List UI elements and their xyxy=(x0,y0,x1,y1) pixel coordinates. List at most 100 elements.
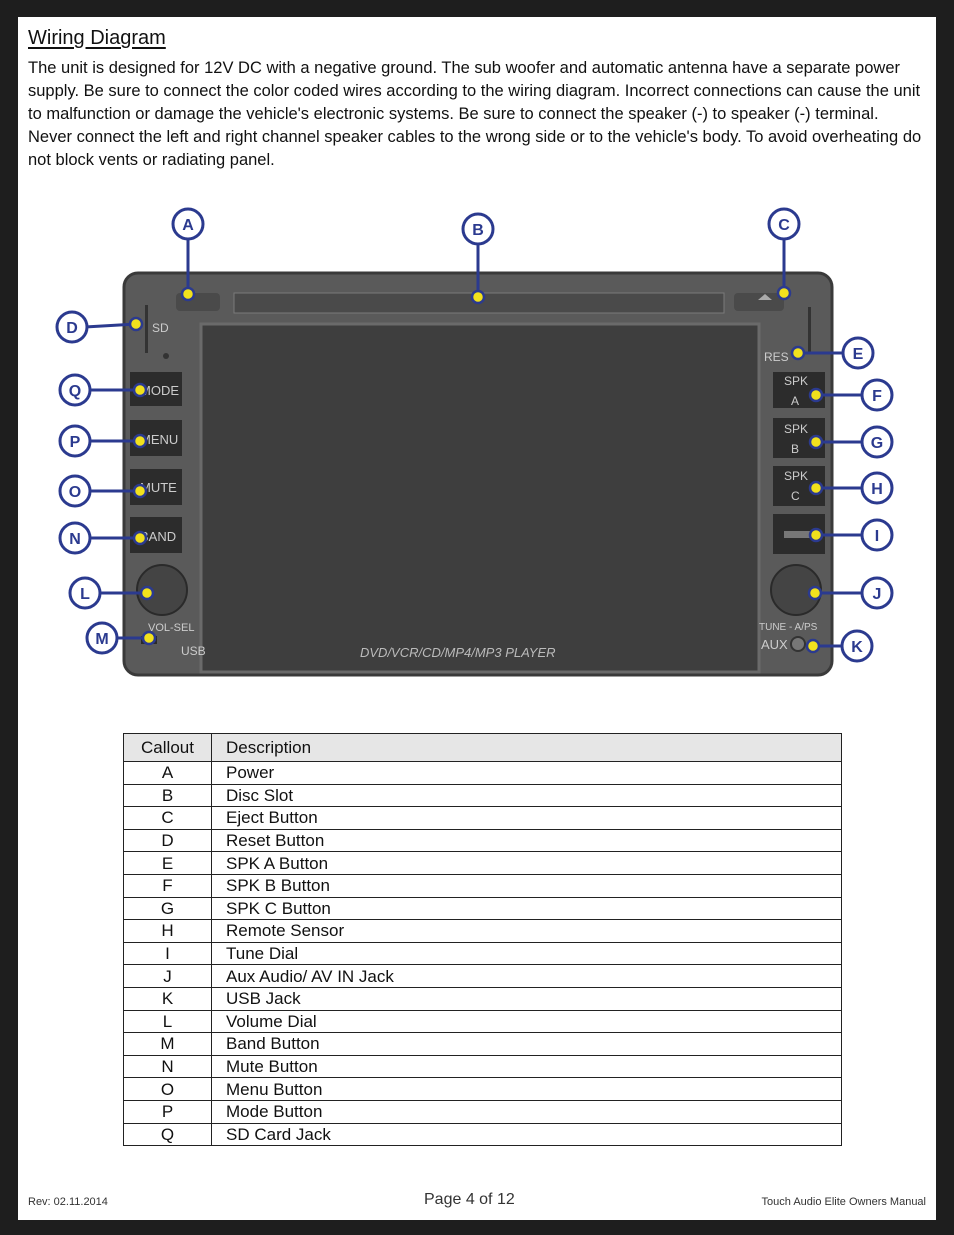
callout-letter: I xyxy=(875,528,879,545)
usb-label: USB xyxy=(181,644,206,658)
callout-q: Q xyxy=(58,373,92,407)
callout-m: M xyxy=(85,621,119,655)
description-cell: Eject Button xyxy=(211,806,842,830)
callout-cell: A xyxy=(123,761,212,785)
callout-cell: I xyxy=(123,941,212,966)
callout-d: D xyxy=(55,310,89,344)
description-cell: Tune Dial xyxy=(211,941,842,966)
manual-page: Wiring Diagram The unit is designed for … xyxy=(18,17,936,1220)
description-cell: Disc Slot xyxy=(211,783,842,808)
callout-cell: O xyxy=(123,1077,212,1101)
spk-c-label: SPK xyxy=(784,469,808,483)
eject-button xyxy=(734,293,784,311)
leader-lines xyxy=(84,238,864,648)
callout-letter: M xyxy=(95,631,108,648)
callout-l: L xyxy=(68,576,102,610)
mute-label: MUTE xyxy=(140,480,177,495)
header-description: Description xyxy=(211,733,842,762)
callout-i: I xyxy=(860,518,894,552)
callout-letter: D xyxy=(66,320,78,337)
band-label: BAND xyxy=(140,529,176,544)
eject-icon xyxy=(758,294,772,300)
description-cell: Remote Sensor xyxy=(211,919,842,943)
remote-sensor xyxy=(784,531,810,538)
description-cell: Volume Dial xyxy=(211,1009,842,1034)
callout-letter: C xyxy=(778,217,790,234)
res-slot xyxy=(808,307,811,352)
callout-letter: K xyxy=(851,639,863,656)
page-number: Page 4 of 12 xyxy=(424,1191,515,1208)
callout-cell: H xyxy=(123,919,212,943)
description-cell: Mute Button xyxy=(211,1054,842,1079)
device-diagram: SD RES MODE MENU MUTE BAND SPK A SPK B S… xyxy=(55,207,894,677)
description-cell: SPK B Button xyxy=(211,873,842,898)
aux-label: AUX xyxy=(761,637,788,652)
callout-b: B xyxy=(461,212,495,246)
spk-b-letter: B xyxy=(791,442,799,456)
description-cell: SD Card Jack xyxy=(211,1122,842,1147)
description-cell: USB Jack xyxy=(211,986,842,1011)
callout-letter: L xyxy=(80,586,90,603)
callout-dots xyxy=(128,285,824,654)
callout-e: E xyxy=(841,336,875,370)
callout-n: N xyxy=(58,521,92,555)
res-label: RES xyxy=(764,350,789,364)
callout-a: A xyxy=(171,207,205,241)
mode-label: MODE xyxy=(140,383,179,398)
callout-o: O xyxy=(58,474,92,508)
callout-h: H xyxy=(860,471,894,505)
callout-letter: F xyxy=(872,388,882,405)
callout-letter: E xyxy=(853,346,864,363)
spk-a-letter: A xyxy=(791,394,799,408)
description-cell: Power xyxy=(211,761,842,785)
callout-letter: Q xyxy=(69,383,81,400)
spk-c-letter: C xyxy=(791,489,800,503)
description-cell: Band Button xyxy=(211,1032,842,1056)
callout-letter: N xyxy=(69,531,81,548)
callout-k: K xyxy=(840,629,874,663)
callout-f: F xyxy=(860,378,894,412)
spk-a-label: SPK xyxy=(784,374,808,388)
callout-letter: H xyxy=(871,481,883,498)
callout-letter: P xyxy=(70,434,81,451)
description-cell: Reset Button xyxy=(211,828,842,853)
intro-paragraph: The unit is designed for 12V DC with a n… xyxy=(28,59,922,169)
aux-jack xyxy=(790,636,806,652)
description-cell: Menu Button xyxy=(211,1077,842,1101)
revision-date: Rev: 02.11.2014 xyxy=(28,1196,108,1208)
callout-cell: C xyxy=(123,806,212,830)
page-title: Wiring Diagram xyxy=(28,27,166,49)
volume-dial xyxy=(136,564,188,616)
callout-cell: F xyxy=(123,873,212,898)
header-callout: Callout xyxy=(123,733,212,762)
callout-cell: Q xyxy=(123,1122,212,1147)
manual-title: Touch Audio Elite Owners Manual xyxy=(761,1196,926,1208)
callout-letter: B xyxy=(472,222,484,239)
callout-cell: B xyxy=(123,783,212,808)
tune-label: TUNE - A/PS xyxy=(759,622,818,633)
callout-cell: D xyxy=(123,828,212,853)
callout-letter: A xyxy=(182,217,194,234)
table-header-row: Callout Description xyxy=(123,733,842,762)
callout-c: C xyxy=(767,207,801,241)
callout-cell: L xyxy=(123,1009,212,1034)
callout-cell: J xyxy=(123,964,212,988)
description-cell: SPK A Button xyxy=(211,851,842,875)
description-cell: SPK C Button xyxy=(211,896,842,921)
